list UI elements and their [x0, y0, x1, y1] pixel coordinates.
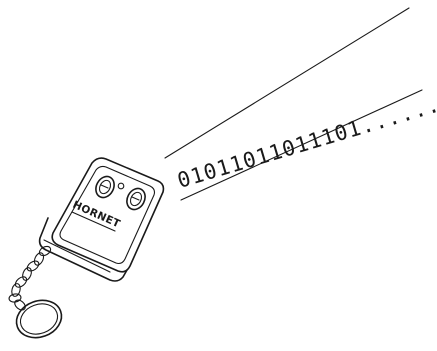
- binary-code-text: 01011011011101......: [175, 92, 437, 193]
- key-ring-icon: [11, 294, 67, 344]
- key-chain-icon: [8, 245, 52, 312]
- key-fob-remote-icon: HORNET: [40, 158, 164, 281]
- led-indicator-icon: [118, 183, 124, 189]
- remote-button-right[interactable]: [123, 185, 148, 212]
- remote-button-left[interactable]: [92, 173, 117, 200]
